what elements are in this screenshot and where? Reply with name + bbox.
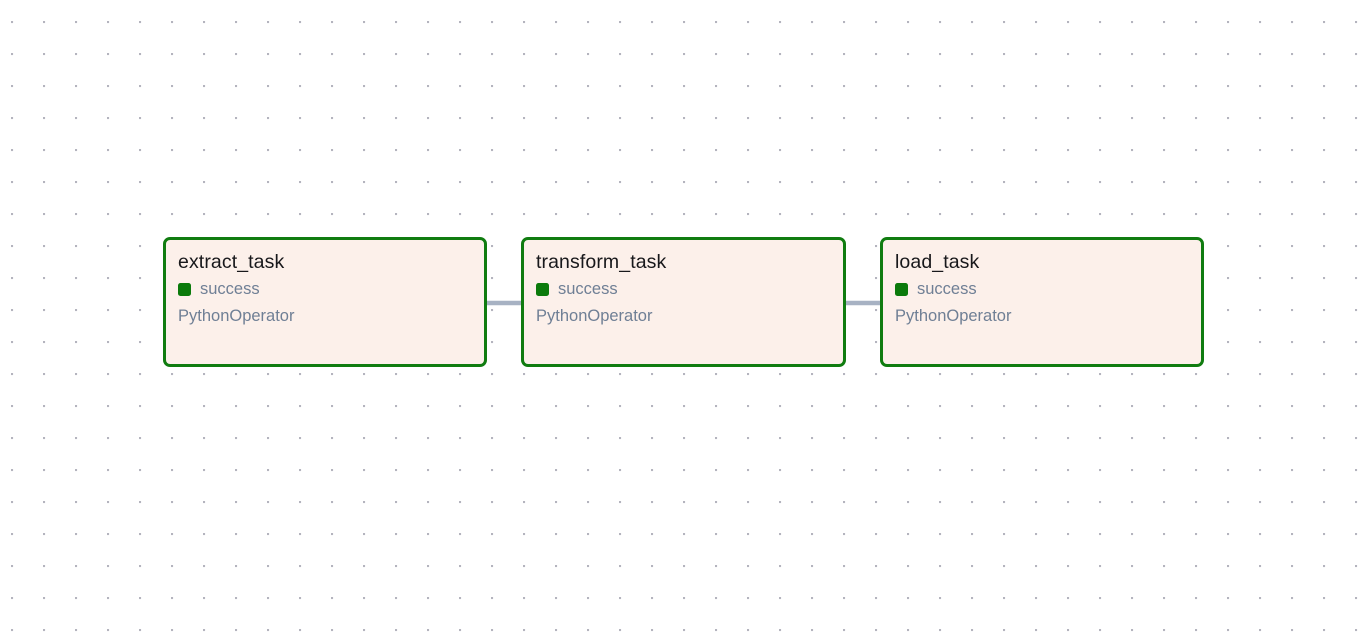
task-node-operator: PythonOperator (536, 307, 653, 325)
status-square-success-icon (178, 282, 191, 296)
status-square-success-icon (536, 282, 549, 296)
task-node-title: extract_task (178, 251, 285, 273)
task-node-status-label: success (200, 279, 260, 298)
task-node-status-label: success (917, 279, 977, 298)
task-node-status-row: success (536, 279, 831, 299)
task-node-title: load_task (895, 251, 980, 273)
task-node-status-row: success (895, 279, 1189, 299)
task-node-operator: PythonOperator (895, 307, 1012, 325)
task-node-status-row: success (178, 279, 472, 299)
task-node-title: transform_task (536, 251, 667, 273)
task-node-status-label: success (558, 279, 618, 298)
task-node-operator: PythonOperator (178, 307, 295, 325)
status-square-success-icon (895, 282, 908, 296)
